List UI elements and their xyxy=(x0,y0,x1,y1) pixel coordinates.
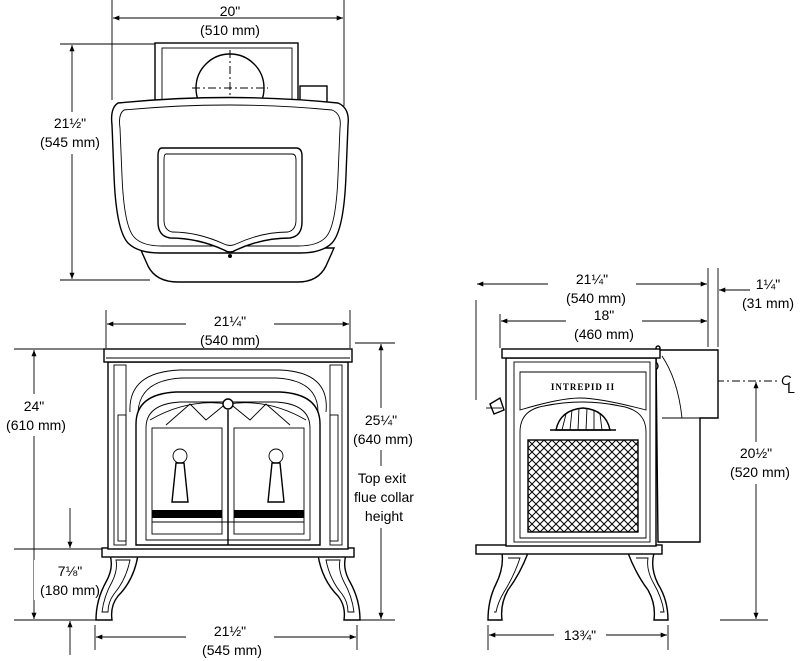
side-top-plate xyxy=(501,348,661,359)
front-height-inches: 24" xyxy=(24,398,45,414)
flue-height-inches: 25¼" xyxy=(365,412,397,428)
side-brand-label: INTREPID II xyxy=(551,382,615,392)
side-overall-depth-mm: (540 mm) xyxy=(566,290,626,306)
front-right-leg xyxy=(317,554,361,621)
front-width-mm: (540 mm) xyxy=(200,332,260,348)
rear-flue-height-inches: 20½" xyxy=(740,445,772,461)
base-width-mm: (545 mm) xyxy=(202,642,262,658)
front-left-leg xyxy=(95,554,139,621)
collar-offset-mm: (31 mm) xyxy=(742,295,794,311)
front-top-plate xyxy=(103,348,353,363)
top-view-base-tray xyxy=(138,247,336,283)
centerline-symbol: C xyxy=(781,372,792,388)
top-view: 20" (510 mm) 21½" (545 mm) xyxy=(34,0,349,283)
top-depth-mm: (545 mm) xyxy=(40,134,100,150)
leg-height-inches: 7⅛" xyxy=(58,563,82,579)
front-view: 21¼" (540 mm) 24" (610 mm) 7⅛" (180 mm) … xyxy=(0,310,422,660)
side-rear-leg xyxy=(626,552,669,621)
side-front-leg xyxy=(487,552,530,621)
front-width-inches: 21¼" xyxy=(214,313,246,329)
side-view: 21¼" (540 mm) 18" (460 mm) 1¼" (31 mm) C… xyxy=(475,268,800,650)
centerline-subscript: L xyxy=(787,380,795,396)
top-width-mm: (510 mm) xyxy=(200,22,260,38)
rear-flue-height-mm: (520 mm) xyxy=(730,464,790,480)
flue-note-line3: height xyxy=(365,508,403,524)
side-shell-ornament xyxy=(550,407,616,431)
side-leg-span-inches: 13¾" xyxy=(564,627,596,643)
top-view-griddle-lid xyxy=(157,147,303,253)
side-body-depth-inches: 18" xyxy=(594,307,615,323)
flue-height-mm: (640 mm) xyxy=(353,431,413,447)
side-lattice-panel xyxy=(527,439,639,533)
side-body-depth-mm: (460 mm) xyxy=(574,326,634,342)
door-handle-knob xyxy=(222,398,234,410)
top-depth-inches: 21½" xyxy=(54,115,86,131)
collar-offset-inches: 1¼" xyxy=(756,276,780,292)
side-rear-collar-box xyxy=(655,349,719,543)
flue-note-line1: Top exit xyxy=(358,470,406,486)
base-width-inches: 21½" xyxy=(214,623,246,639)
flue-note-line2: flue collar xyxy=(354,489,414,505)
front-height-mm: (610 mm) xyxy=(6,417,66,433)
leg-height-mm: (180 mm) xyxy=(40,582,100,598)
top-width-inches: 20" xyxy=(220,3,241,19)
side-overall-depth-inches: 21¼" xyxy=(576,271,608,287)
side-brand-panel xyxy=(519,371,647,411)
